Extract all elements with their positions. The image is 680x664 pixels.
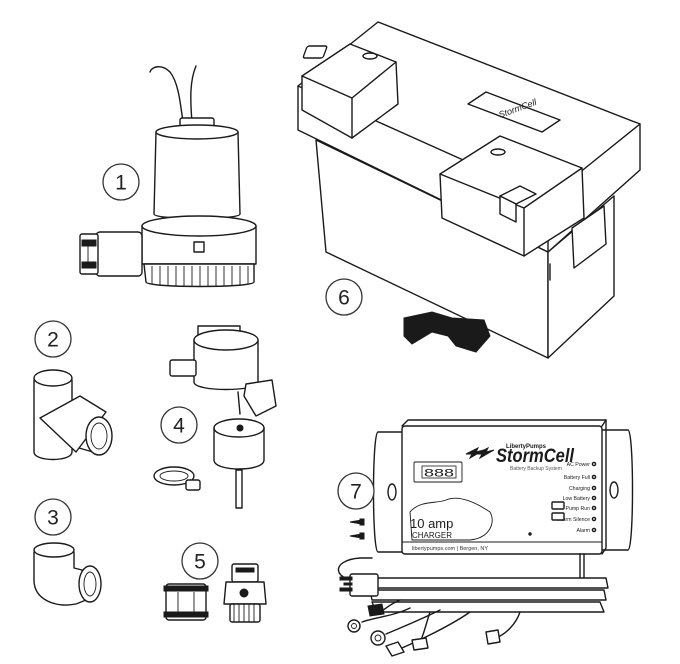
- mounting-screws: [349, 518, 365, 540]
- led-display: 888: [424, 468, 454, 480]
- battery-box-strap-buckle: [403, 311, 491, 353]
- controller-footer: libertypumps.com | Bergen, NY: [412, 546, 488, 552]
- pump-discharge-adapter: [95, 231, 143, 277]
- svg-text:3: 3: [47, 507, 59, 530]
- charger-label: CHARGER: [412, 531, 452, 540]
- callout-2: 2: [34, 320, 72, 358]
- svg-text:2: 2: [47, 329, 59, 352]
- indicator-alarm-silence: Alarm Silence: [558, 517, 590, 523]
- indicator-list: AC Power Battery Full Charging Low Batte…: [558, 462, 590, 534]
- silence-button[interactable]: [551, 512, 565, 521]
- indicator-leds: [591, 461, 597, 533]
- hose-clamp: [153, 466, 195, 486]
- indicator-ac-power: AC Power: [567, 462, 591, 468]
- indicator-pump-run: Pump Run: [565, 506, 590, 512]
- rubber-coupling: [165, 583, 207, 621]
- callout-7: 7: [337, 472, 375, 510]
- sump-pump: [79, 65, 257, 288]
- indicator-battery-full: Battery Full: [564, 475, 590, 481]
- callout-4: 4: [160, 406, 198, 444]
- callout-3: 3: [34, 498, 72, 536]
- brand-subtitle: Battery Backup System: [510, 466, 562, 472]
- test-button[interactable]: [551, 501, 565, 510]
- ac-plug: [339, 573, 379, 597]
- svg-text:6: 6: [338, 287, 350, 310]
- pipe-tee: [33, 369, 113, 461]
- check-valve-parts: [163, 563, 267, 623]
- callout-5: 5: [181, 542, 219, 580]
- stormcell-controller: LibertyPumps StormCell Battery Backup Sy…: [337, 419, 634, 657]
- pipe-elbow: [33, 542, 102, 606]
- lightning-bolt-icon: [465, 446, 495, 460]
- brand-name: StormCell: [496, 446, 575, 467]
- indicator-charging: Charging: [569, 486, 590, 492]
- float-switch: [153, 325, 277, 509]
- charger-rating: 10 amp: [410, 516, 453, 531]
- svg-text:7: 7: [350, 481, 362, 504]
- svg-text:1: 1: [115, 172, 127, 195]
- indicator-low-battery: Low Battery: [563, 496, 591, 502]
- svg-text:4: 4: [173, 415, 185, 438]
- callout-1: 1: [102, 163, 140, 201]
- callout-6: 6: [325, 278, 363, 316]
- svg-text:5: 5: [194, 551, 206, 574]
- battery-box: StormCell: [297, 21, 641, 359]
- brand-small-label: LibertyPumps: [506, 444, 547, 450]
- check-valve-body: [231, 563, 259, 583]
- controller-wire-harness: [337, 557, 609, 657]
- pump-power-cord: [149, 66, 184, 123]
- indicator-alarm: Alarm: [576, 528, 590, 534]
- controller-faceplate: [401, 425, 603, 555]
